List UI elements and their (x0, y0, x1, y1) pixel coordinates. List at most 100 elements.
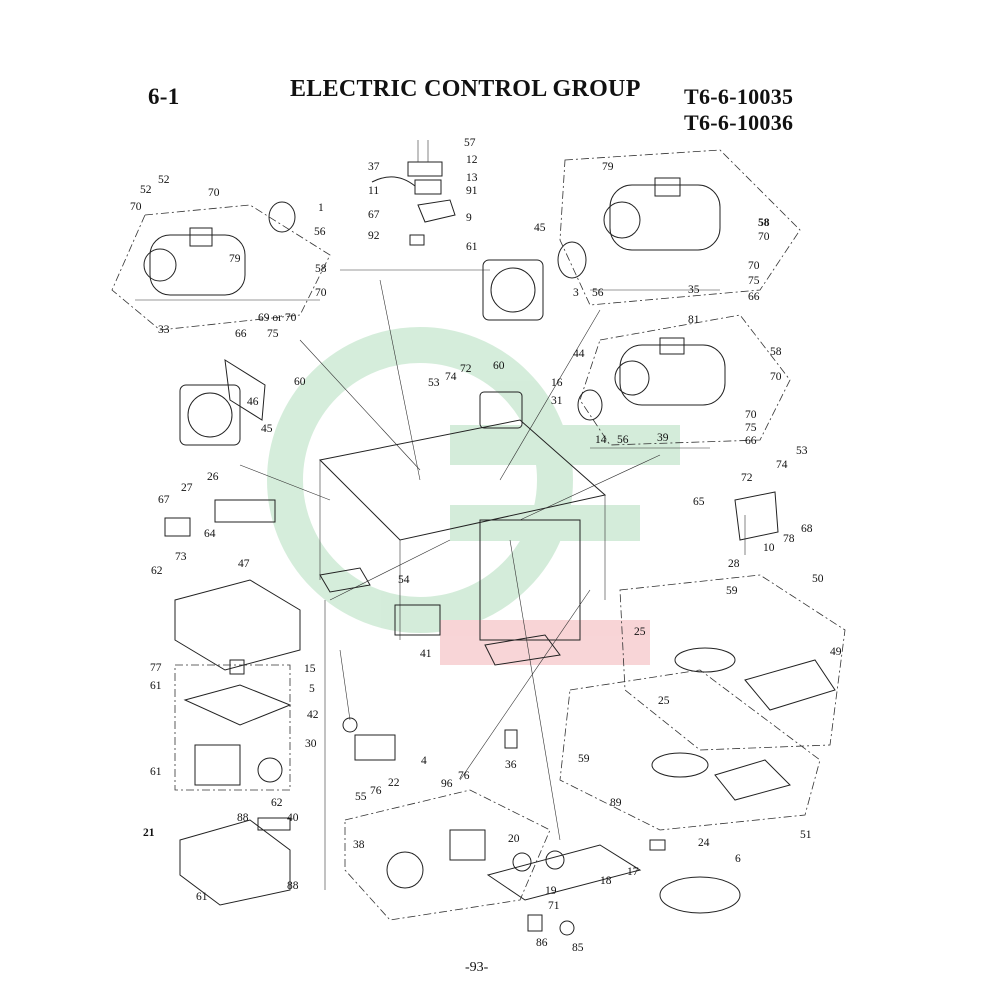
callout-30: 30 (305, 738, 317, 750)
callout-60: 60 (294, 376, 306, 388)
pulley-3 (557, 241, 587, 279)
transformer-group (174, 664, 292, 791)
callout-88: 88 (287, 880, 299, 892)
callout-92: 92 (368, 230, 380, 242)
callout-25: 25 (658, 695, 670, 707)
callout-19: 19 (545, 885, 557, 897)
pedal-50-outline (619, 574, 846, 751)
callout-46: 46 (247, 396, 259, 408)
motor-m2-terminal-box (654, 177, 681, 197)
bracket-10 (734, 491, 779, 541)
cover-47 (174, 579, 301, 671)
terminal-block-27 (164, 517, 191, 537)
callout-55: 55 (355, 791, 367, 803)
callout-1: 1 (318, 202, 324, 214)
connector-85 (559, 920, 575, 936)
callout-74: 74 (445, 371, 457, 383)
callout-18: 18 (600, 875, 612, 887)
callout-71: 71 (548, 900, 560, 912)
leader-m2-to-frame (499, 309, 601, 481)
callout-66: 66 (745, 435, 757, 447)
callout-65: 65 (693, 496, 705, 508)
model-code-2: T6-6-10036 (684, 110, 794, 135)
bracket-46 (224, 359, 266, 421)
callout-10: 10 (763, 542, 775, 554)
motor-m3-body (619, 344, 726, 406)
pulley-14 (577, 389, 603, 421)
callout-79: 79 (229, 253, 241, 265)
callout-88: 88 (237, 812, 249, 824)
motor-m1-terminal-box (189, 227, 213, 247)
callout-50: 50 (812, 573, 824, 585)
foot-pedal-group (559, 574, 846, 914)
fan-45-left-blades (187, 392, 233, 438)
terminal-block-22 (354, 734, 396, 761)
transformer (194, 744, 241, 786)
callout-72: 72 (741, 472, 753, 484)
callout-37: 37 (368, 161, 380, 173)
base-tray-21 (179, 819, 291, 906)
fan-45-top (482, 259, 544, 321)
motor-m1-outline (111, 204, 331, 331)
callout-69-or-70: 69 or 70 (258, 312, 297, 324)
callout-47: 47 (238, 558, 250, 570)
motor-m3-endcap (614, 360, 650, 396)
bushing-5 (229, 659, 245, 675)
watermark-bar-top (450, 425, 680, 465)
plate-42 (183, 684, 292, 726)
watermark-ring (267, 327, 573, 633)
cable-37 (371, 176, 416, 187)
callout-76: 76 (458, 770, 470, 782)
switch-bracket-group (340, 140, 490, 271)
callout-59: 59 (578, 753, 590, 765)
callout-68: 68 (801, 523, 813, 535)
callout-67: 67 (158, 494, 170, 506)
power-cord-6 (659, 876, 741, 914)
callout-54: 54 (398, 574, 410, 586)
callout-61: 61 (150, 766, 162, 778)
callout-39: 39 (657, 432, 669, 444)
pedal-49 (744, 659, 836, 711)
callout-16: 16 (551, 377, 563, 389)
callout-89: 89 (610, 797, 622, 809)
callout-4: 4 (421, 755, 427, 767)
callout-24: 24 (698, 837, 710, 849)
leader-frame-to-box (329, 539, 451, 601)
lamp-20 (512, 852, 532, 872)
callout-59: 59 (726, 585, 738, 597)
callout-96: 96 (441, 778, 453, 790)
callout-72: 72 (460, 363, 472, 375)
fan-45-left (179, 384, 241, 446)
callout-66: 66 (748, 291, 760, 303)
switch-plate-12 (407, 161, 443, 177)
callout-9: 9 (466, 212, 472, 224)
callout-44: 44 (573, 348, 585, 360)
callout-76: 76 (370, 785, 382, 797)
callout-31: 31 (551, 395, 563, 407)
callout-66: 66 (235, 328, 247, 340)
leader-frame-to-switchbox (509, 539, 561, 841)
callout-45: 45 (261, 423, 273, 435)
callout-25: 25 (634, 626, 646, 638)
callout-70: 70 (748, 260, 760, 272)
callout-70: 70 (745, 409, 757, 421)
callout-67: 67 (368, 209, 380, 221)
leader-rail-to-frame (239, 464, 331, 501)
switch-19 (545, 850, 565, 870)
callout-58: 58 (315, 263, 327, 275)
motor-m2-group (482, 149, 801, 321)
callout-86: 86 (536, 937, 548, 949)
panel-17 (486, 844, 642, 901)
callout-77: 77 (150, 662, 162, 674)
arm-pivot (342, 717, 358, 733)
leader-m1-to-frame (299, 339, 421, 471)
motor-m1-endcap (143, 248, 177, 282)
callout-91: 91 (466, 185, 478, 197)
callout-35: 35 (688, 284, 700, 296)
callout-56: 56 (314, 226, 326, 238)
callout-79: 79 (602, 161, 614, 173)
callout-45: 45 (534, 222, 546, 234)
callout-12: 12 (466, 154, 478, 166)
callout-26: 26 (207, 471, 219, 483)
